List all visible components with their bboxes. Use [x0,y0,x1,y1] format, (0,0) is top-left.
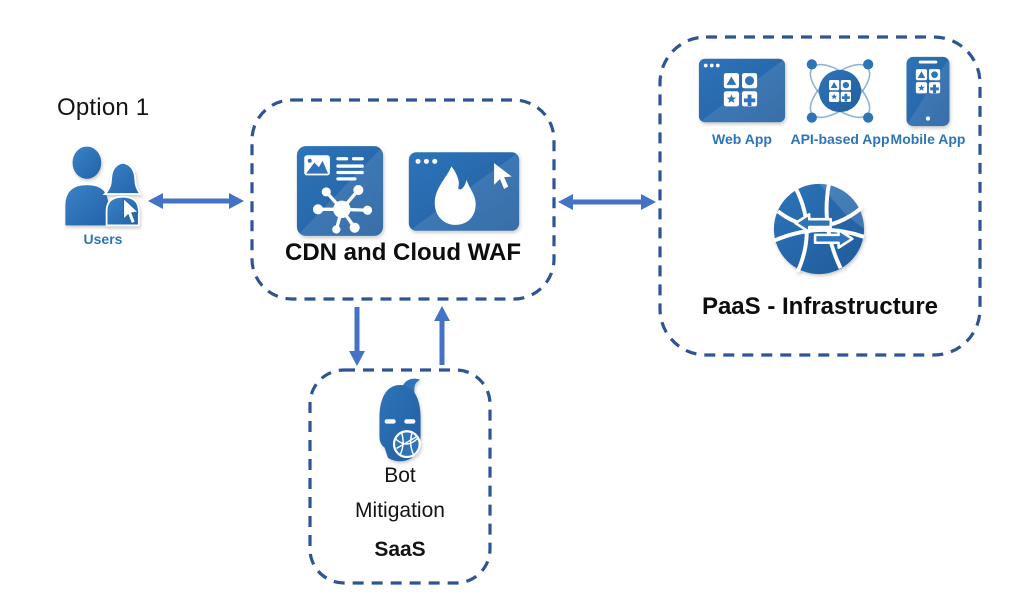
web-app-label: Web App [712,131,772,147]
bot-mitigation-title-line2: Mitigation [355,499,445,522]
paas-box: Web App API-based App Mobile App [658,35,982,357]
arrow-users-cdn [147,189,245,213]
users-label: Users [83,231,123,247]
cdn-waf-box: CDN and Cloud WAF [250,98,556,301]
cdn-waf-title: CDN and Cloud WAF [285,239,521,266]
users-icon [60,142,146,230]
arrow-cdn-to-saas-down [345,305,369,367]
globe-network-icon [770,180,868,278]
saas-subtitle: SaaS [374,538,426,561]
bot-mitigation-title-line1: Bot [384,464,416,487]
bot-knight-helmet-icon [364,376,436,466]
mobile-app-icon [904,56,952,127]
arrow-cdn-paas [557,190,657,214]
paas-title: PaaS - Infrastructure [701,293,939,320]
waf-firewall-browser-icon [408,151,520,232]
option-title: Option 1 [57,94,150,121]
mobile-app-label: Mobile App [890,131,966,147]
arrow-saas-to-cdn-up [430,305,454,367]
cdn-content-delivery-icon [296,145,384,237]
web-app-icon [698,58,786,123]
api-based-app-label: API-based App [790,131,890,147]
api-based-app-icon [797,55,883,127]
bot-mitigation-box: Bot Mitigation SaaS [308,368,492,585]
